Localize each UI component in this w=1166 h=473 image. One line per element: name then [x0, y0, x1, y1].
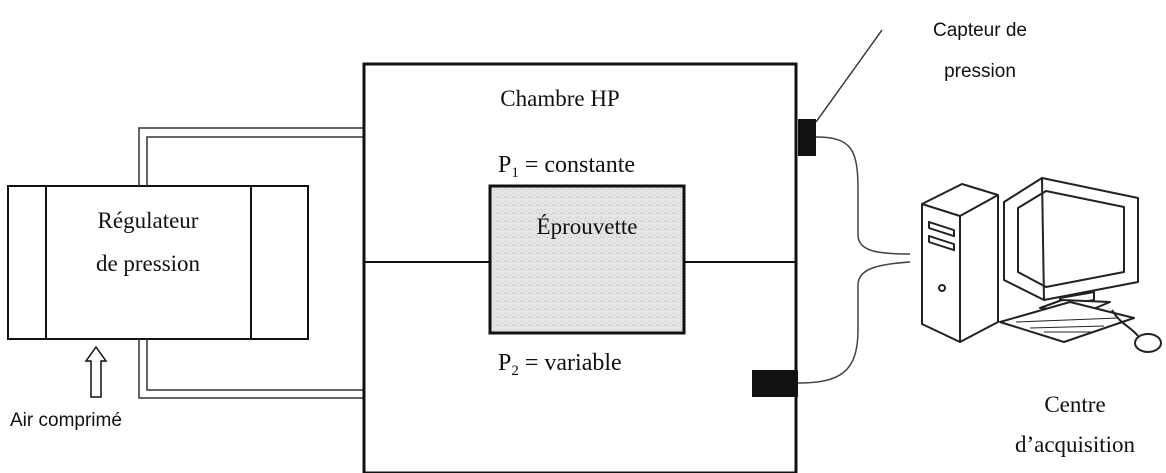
upper-supply-pipe	[138, 127, 363, 186]
chamber-label: Chambre HP	[500, 86, 619, 111]
p2-label: P2 = variable	[498, 350, 622, 379]
acquisition-label-line2: d’acquisition	[1015, 432, 1136, 457]
upper-pressure-sensor	[798, 119, 816, 156]
desktop-computer-icon	[921, 177, 1162, 353]
air-inlet-label: Air comprimé	[10, 410, 122, 431]
high-pressure-chamber	[362, 62, 798, 473]
lower-supply-pipe	[138, 339, 363, 399]
acquisition-label-line1: Centre	[1044, 392, 1105, 417]
air-inlet-arrow	[84, 345, 108, 398]
pressure-regulator: Régulateur de pression	[7, 185, 309, 340]
specimen-label: Éprouvette	[537, 214, 638, 239]
sensor-label-line2: pression	[944, 61, 1016, 82]
specimen: Éprouvette	[488, 184, 686, 335]
sensor-label-line1: Capteur de	[933, 20, 1027, 41]
p1-label: P1 = constante	[498, 152, 635, 181]
regulator-label-line2: de pression	[96, 251, 201, 276]
lower-pressure-sensor	[752, 370, 798, 397]
regulator-label-line1: Régulateur	[98, 208, 199, 233]
signal-cables	[797, 136, 911, 384]
sensor-pointer-line	[815, 29, 883, 123]
